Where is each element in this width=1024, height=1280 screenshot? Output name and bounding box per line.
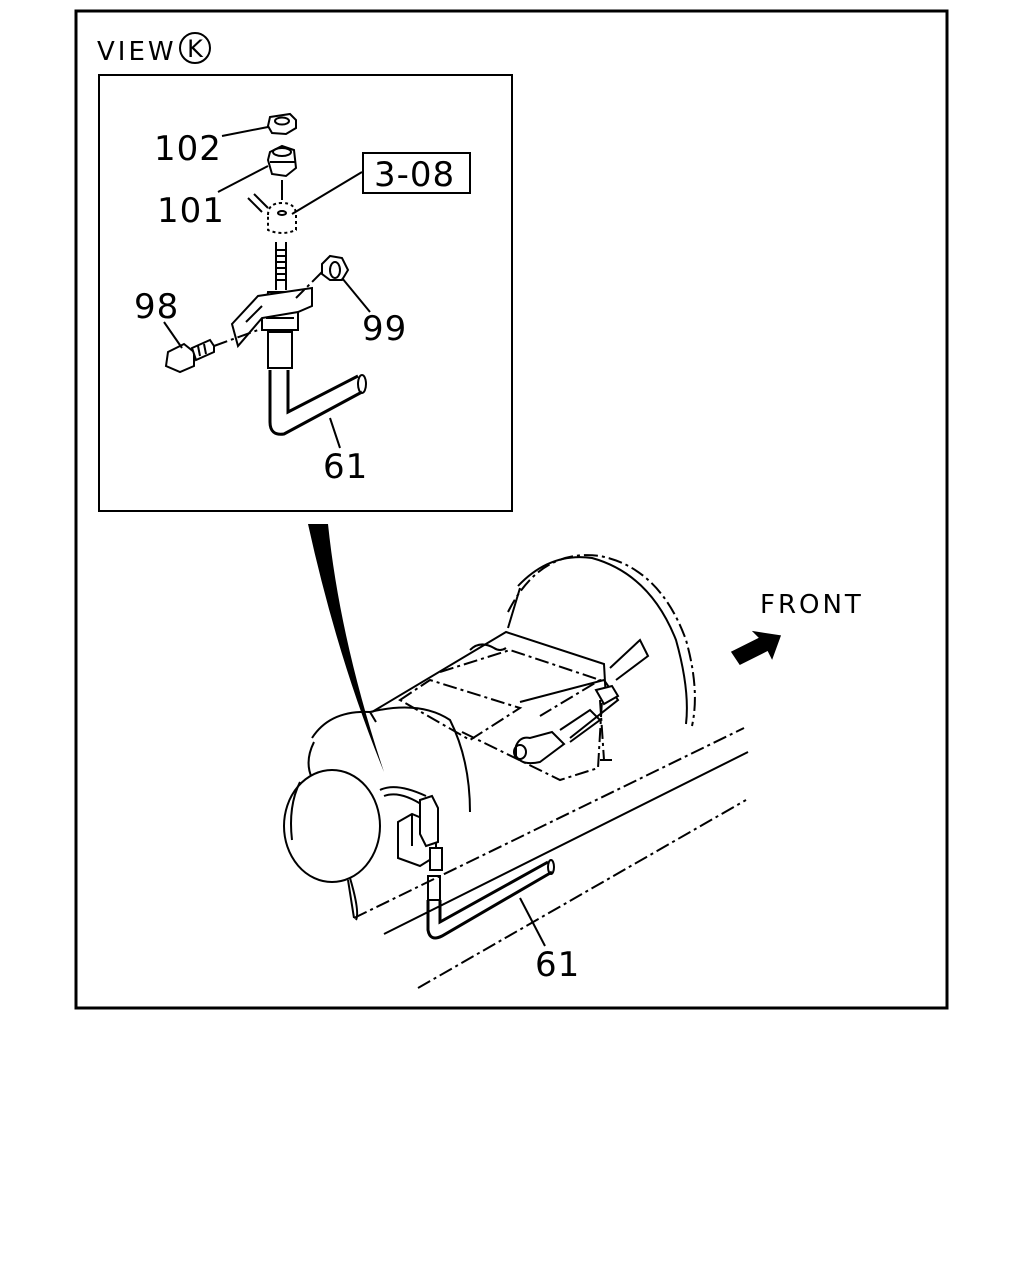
- outer-frame: [74, 9, 949, 1010]
- callout-101: 101: [157, 191, 225, 231]
- leader-61-detail: [329, 417, 341, 449]
- nut-102-drawing: [266, 112, 297, 136]
- view-label: VIEW: [97, 37, 177, 67]
- ref-box: [362, 152, 471, 194]
- detail-pointer: [308, 524, 384, 772]
- leader-99: [341, 277, 371, 313]
- leader-ref: [291, 171, 363, 215]
- leader-101: [217, 165, 269, 193]
- leader-61-main: [519, 897, 546, 947]
- transmission-assembly-drawing: [283, 554, 749, 989]
- ref-seat-drawing: [247, 180, 297, 234]
- callout-98: 98: [134, 287, 179, 327]
- nut-99-drawing: [295, 254, 350, 299]
- detail-frame: [98, 74, 513, 512]
- callout-61-detail: 61: [323, 447, 368, 487]
- callout-102: 102: [154, 129, 222, 169]
- callout-99: 99: [362, 309, 407, 349]
- pipe-61-detail-drawing: [268, 370, 367, 436]
- callout-61-main: 61: [535, 945, 580, 985]
- view-letter-badge: K: [179, 32, 211, 64]
- front-label: FRONT: [760, 590, 864, 620]
- callout-ref: 3-08: [374, 155, 455, 195]
- view-letter: K: [187, 35, 204, 63]
- bolt-98-drawing: [164, 329, 259, 374]
- sleeve-101-drawing: [266, 144, 298, 178]
- front-arrow-icon: [730, 630, 782, 665]
- leader-98: [163, 321, 183, 349]
- fitting-pipe-drawing: [230, 242, 313, 369]
- leader-102: [221, 126, 269, 137]
